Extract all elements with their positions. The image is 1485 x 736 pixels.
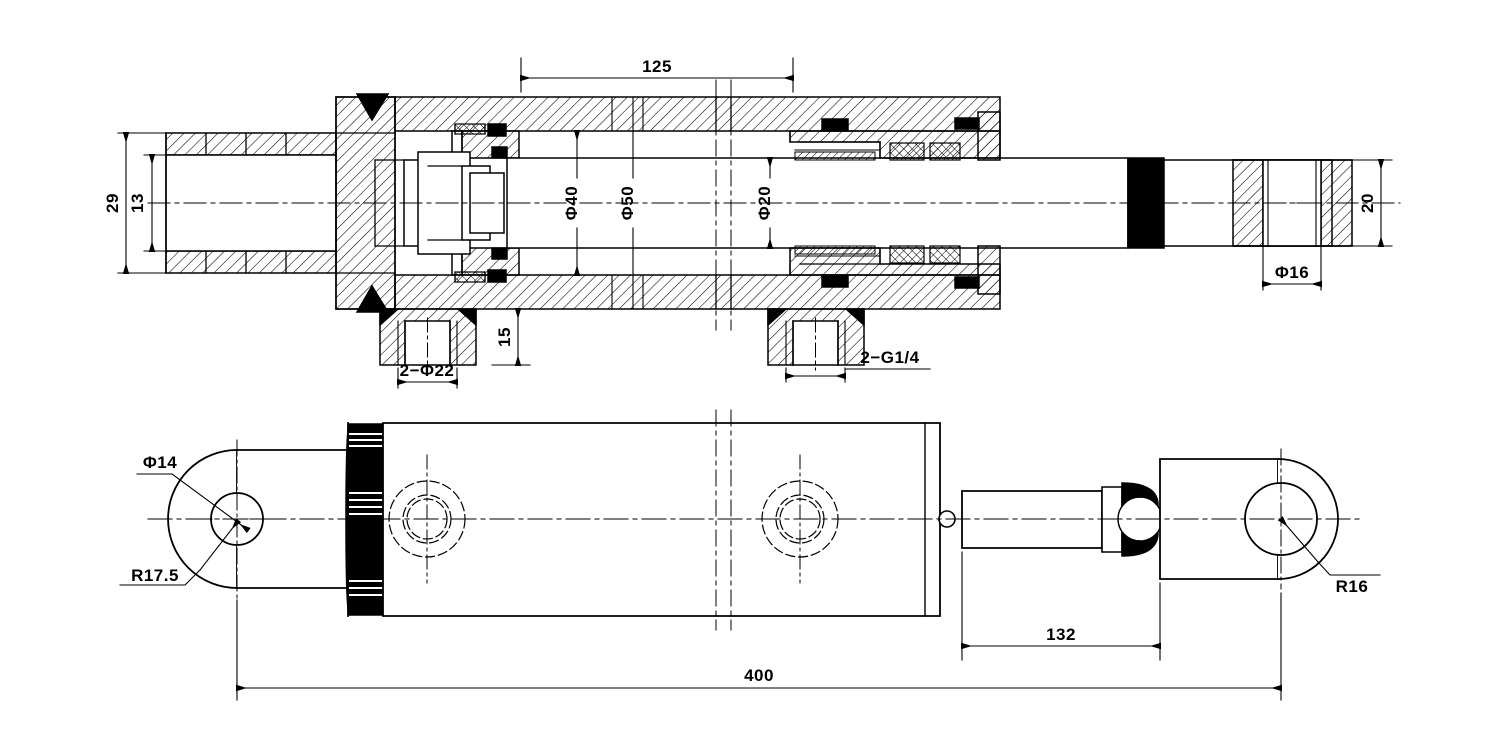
dim-132-label: 132: [1046, 625, 1076, 644]
dim-dia20-label: Φ20: [755, 186, 774, 220]
section-view: [147, 79, 1401, 371]
dim-r16-label: R16: [1336, 577, 1369, 596]
section-view-dimensions: 125 29 13 Φ40 Φ50 Φ20 20 Φ16: [103, 57, 1393, 389]
dim-29-label: 29: [103, 193, 122, 213]
dim-r17-5-label: R17.5: [131, 566, 179, 585]
dim-400-label: 400: [744, 666, 774, 685]
dim-2-g14-label: 2−G1/4: [860, 348, 919, 367]
dim-13-label: 13: [128, 193, 147, 213]
dim-dia14-label: Φ14: [143, 453, 177, 472]
dim-dia50-label: Φ50: [618, 186, 637, 220]
dim-dia40-label: Φ40: [562, 186, 581, 220]
dim-2-dia22-label: 2−Φ22: [400, 361, 455, 380]
outline-view-dimensions: Φ14 R17.5 R16 132 400: [119, 453, 1381, 701]
outline-view: [147, 409, 1361, 631]
dim-dia16-label: Φ16: [1275, 263, 1309, 282]
dim-15-label: 15: [495, 327, 514, 347]
dim-20-label: 20: [1358, 193, 1377, 213]
dim-125-label: 125: [642, 57, 672, 76]
